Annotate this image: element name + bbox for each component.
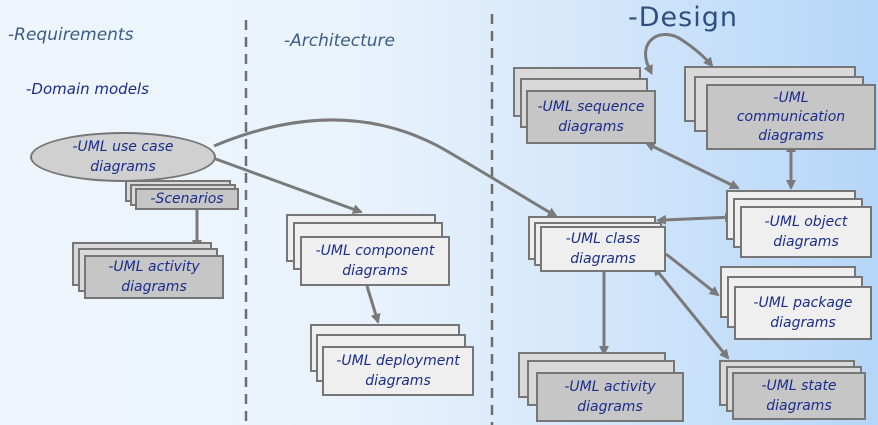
domain-models-label: -Domain models xyxy=(26,80,149,98)
requirements-heading: -Requirements xyxy=(8,25,134,45)
class-line-2: diagrams xyxy=(570,251,636,267)
sequence-box: -UML sequence diagrams xyxy=(526,90,656,144)
component-box: -UML component diagrams xyxy=(300,236,450,286)
state-line-1: -UML state xyxy=(761,378,837,394)
component-line-1: -UML component xyxy=(315,243,435,259)
req-activity-line-1: -UML activity xyxy=(108,259,200,275)
use-case-diagrams-ellipse: -UML use case diagrams xyxy=(30,132,216,182)
deployment-line-2: diagrams xyxy=(365,373,431,389)
object-box: -UML object diagrams xyxy=(740,206,872,258)
sequence-line-2: diagrams xyxy=(558,119,624,135)
class-line-1: -UML class xyxy=(565,231,641,247)
deployment-box: -UML deployment diagrams xyxy=(322,346,474,396)
state-line-2: diagrams xyxy=(766,398,832,414)
req-activity-box: -UML activity diagrams xyxy=(84,255,224,299)
communication-line-1: -UML xyxy=(773,89,809,106)
arrow-sequence-object xyxy=(644,142,740,190)
sequence-line-1: -UML sequence xyxy=(537,99,645,115)
object-line-2: diagrams xyxy=(773,234,839,250)
package-box: -UML package diagrams xyxy=(734,286,872,340)
deployment-line-1: -UML deployment xyxy=(336,353,460,369)
arrow-component-deployment xyxy=(365,285,381,324)
design-activity-box: -UML activity diagrams xyxy=(536,372,684,422)
arrow-class-state xyxy=(652,265,730,360)
arrow-usecase-class xyxy=(213,118,558,218)
scenarios-label: -Scenarios xyxy=(150,191,224,207)
package-line-1: -UML package xyxy=(753,295,853,311)
communication-line-3: diagrams xyxy=(758,127,824,144)
use-case-line-1: -UML use case xyxy=(72,139,174,155)
communication-box: -UML communication diagrams xyxy=(706,84,876,150)
arrow-usecase-component xyxy=(212,156,363,214)
use-case-line-2: diagrams xyxy=(90,159,156,175)
communication-line-2: communication xyxy=(736,108,846,125)
class-box: -UML class diagrams xyxy=(540,226,666,272)
arrow-class-package xyxy=(665,252,720,297)
architecture-heading: -Architecture xyxy=(284,31,395,51)
arrow-class-object xyxy=(656,212,735,225)
req-activity-line-2: diagrams xyxy=(121,279,187,295)
design-activity-line-1: -UML activity xyxy=(564,379,656,395)
scenarios-box: -Scenarios xyxy=(135,188,239,210)
design-activity-line-2: diagrams xyxy=(577,399,643,415)
arrow-sequence-communication xyxy=(643,33,714,76)
state-box: -UML state diagrams xyxy=(732,372,866,420)
design-heading: -Design xyxy=(628,2,738,33)
component-line-2: diagrams xyxy=(342,263,408,279)
package-line-2: diagrams xyxy=(770,315,836,331)
object-line-1: -UML object xyxy=(764,214,848,230)
